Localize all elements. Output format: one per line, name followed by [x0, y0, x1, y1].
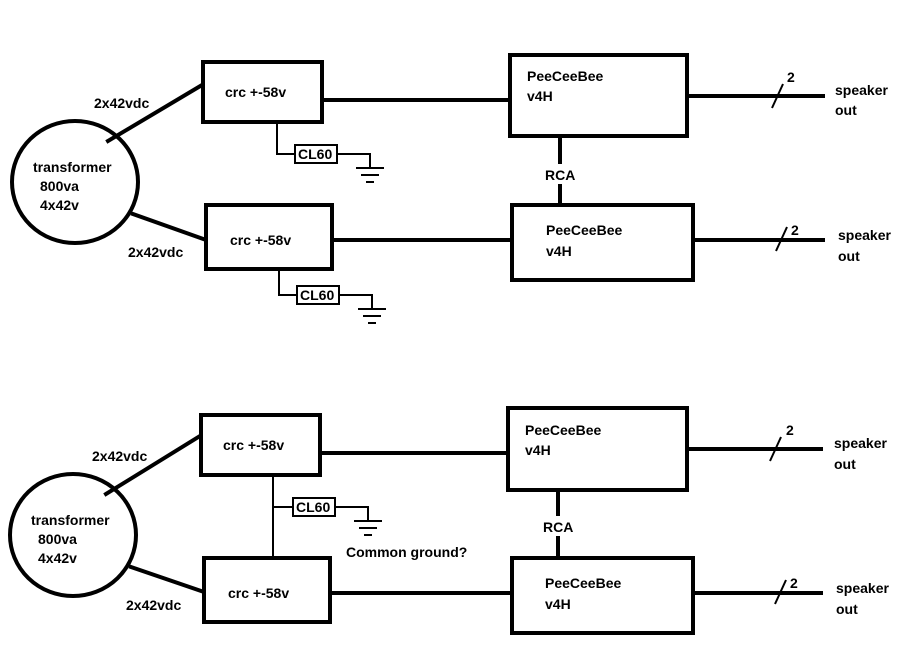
crc-label-lower: crc +-58v — [228, 585, 289, 601]
amp-box-lower — [510, 203, 695, 282]
ground-wire-lower — [278, 269, 297, 296]
crc-box-lower — [204, 203, 334, 271]
speaker-out-upper-2: out — [835, 102, 857, 118]
transformer-taps: 4x42v — [40, 197, 79, 213]
rca-label: RCA — [545, 167, 575, 183]
thermistor-label-upper: CL60 — [298, 146, 332, 162]
speaker-out-lower-1: speaker — [838, 227, 891, 243]
ground-lead — [335, 506, 369, 521]
wire-count-upper: 2 — [787, 69, 795, 85]
feed-wire-lower — [128, 564, 207, 595]
transformer-label: transformer — [31, 512, 110, 528]
feed-label-upper: 2x42vdc — [92, 448, 147, 464]
crc-label-lower: crc +-58v — [230, 232, 291, 248]
speaker-out-upper-2: out — [834, 456, 856, 472]
feed-wire-upper — [105, 82, 205, 144]
amp-version-lower: v4H — [546, 243, 572, 259]
transformer-circle — [8, 472, 138, 598]
amp-box-lower — [510, 556, 695, 635]
wire-count-slash-upper — [771, 83, 784, 109]
wire-count-lower: 2 — [791, 222, 799, 238]
amp-version-upper: v4H — [527, 88, 553, 104]
wire-count-slash-lower — [775, 226, 788, 252]
amp-name-upper: PeeCeeBee — [527, 68, 603, 84]
thermistor-label: CL60 — [296, 499, 330, 515]
crc-box-upper — [201, 60, 324, 124]
amp-name-upper: PeeCeeBee — [525, 422, 601, 438]
wire-count-slash-upper — [769, 436, 782, 462]
amp-box-upper — [508, 53, 689, 138]
speaker-out-lower-1: speaker — [836, 580, 889, 596]
feed-wire-lower — [130, 211, 209, 243]
speaker-out-upper-1: speaker — [835, 82, 888, 98]
common-ground-question: Common ground? — [346, 544, 467, 560]
amp-name-lower: PeeCeeBee — [546, 222, 622, 238]
crc-label-upper: crc +-58v — [223, 437, 284, 453]
amp-version-upper: v4H — [525, 442, 551, 458]
crc-label-upper: crc +-58v — [225, 84, 286, 100]
wire-count-lower: 2 — [790, 575, 798, 591]
top-diagram: transformer 800va 4x42v 2x42vdc 2x42vdc … — [10, 53, 891, 324]
transformer-label: transformer — [33, 159, 112, 175]
speaker-out-upper-1: speaker — [834, 435, 887, 451]
wire-count-slash-lower — [774, 579, 787, 605]
speaker-out-lower-2: out — [836, 601, 858, 617]
thermistor-label-lower: CL60 — [300, 287, 334, 303]
crc-box-lower — [202, 556, 332, 624]
amp-version-lower: v4H — [545, 596, 571, 612]
transformer-rating: 800va — [38, 531, 77, 547]
ground-wire-upper — [276, 122, 295, 155]
amp-name-lower: PeeCeeBee — [545, 575, 621, 591]
rca-label: RCA — [543, 519, 573, 535]
transformer-rating: 800va — [40, 178, 79, 194]
ground-lead-lower — [339, 294, 373, 309]
ground-lead-upper — [337, 153, 371, 168]
speaker-out-lower-2: out — [838, 248, 860, 264]
feed-wire-upper — [103, 433, 203, 497]
feed-label-upper: 2x42vdc — [94, 95, 149, 111]
crc-box-upper — [199, 413, 322, 477]
wire-count-upper: 2 — [786, 422, 794, 438]
feed-label-lower: 2x42vdc — [126, 597, 181, 613]
transformer-taps: 4x42v — [38, 550, 77, 566]
transformer-circle — [10, 119, 140, 245]
bottom-diagram: transformer 800va 4x42v 2x42vdc 2x42vdc … — [8, 406, 889, 635]
feed-label-lower: 2x42vdc — [128, 244, 183, 260]
